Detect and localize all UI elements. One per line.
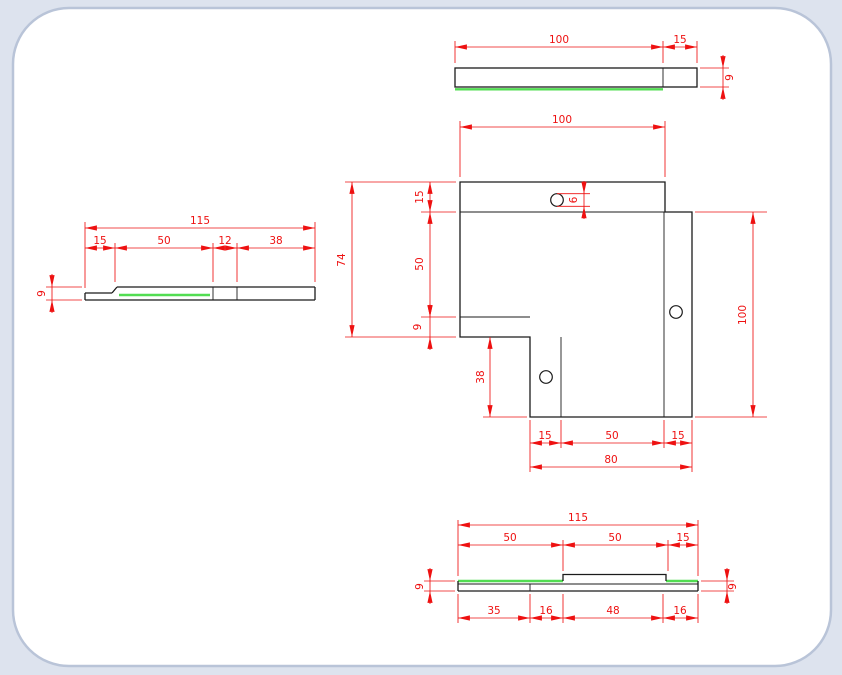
dim-label-top-width: 100: [549, 34, 569, 46]
dim-main-bottom-chain: 15 50 15 80: [529, 420, 693, 472]
main-l-view: 100 15 50 9 74 6: [336, 114, 767, 472]
dim-label-side-seg-d: 38: [269, 235, 282, 247]
dim-label-bottomview-sub-d: 16: [673, 605, 687, 617]
dim-label-bottomview-total: 115: [568, 512, 588, 524]
hole-top-flange: [550, 193, 564, 207]
main-part-outline: [459, 181, 693, 418]
dim-label-bottomview-seg-right: 15: [676, 532, 689, 544]
hole-right-flange: [669, 305, 683, 319]
dim-label-bottomview-seg-left: 50: [503, 532, 516, 544]
dim-label-side-total: 115: [190, 215, 210, 227]
dim-label-side-seg-c: 12: [218, 235, 231, 247]
dim-label-top-thickness: 9: [724, 74, 736, 81]
dim-main-hole-dia: 6: [557, 181, 590, 219]
dim-top-view-widths: 100 15: [454, 34, 698, 63]
dim-bottom-thickness-left: 9: [414, 568, 455, 604]
dim-label-bottomview-thickness-left: 9: [414, 583, 426, 590]
hole-leg-flange: [539, 370, 553, 384]
dim-label-left-mid: 50: [414, 257, 426, 270]
dim-label-bottomview-sub-a: 35: [487, 605, 500, 617]
bottom-view-raised-step: [562, 573, 667, 581]
dim-label-left-flange: 15: [414, 190, 426, 203]
dim-label-main-top-width: 100: [552, 114, 572, 126]
dim-label-bottom-left-seg: 15: [538, 430, 551, 442]
dim-bottom-upper-chain: 50 50 15: [458, 532, 698, 571]
dim-main-leg-height: 38: [475, 337, 527, 418]
dim-main-left-total: 74: [336, 181, 456, 338]
dim-label-bottomview-sub-b: 16: [539, 605, 553, 617]
dim-label-right-height: 100: [737, 305, 749, 325]
bottom-profile-view: 115 50 50 15 9 9: [414, 512, 739, 623]
dim-label-bottom-mid-seg: 50: [605, 430, 618, 442]
dim-main-right-height: 100: [695, 211, 767, 418]
dim-main-top-width: 100: [459, 114, 666, 177]
dim-label-hole-dia: 6: [568, 196, 580, 203]
dim-bottom-total: 115: [457, 512, 699, 576]
dim-label-side-thickness: 9: [36, 290, 48, 297]
dim-label-bottomview-sub-c: 48: [606, 605, 619, 617]
dim-label-leg-height: 38: [475, 370, 487, 383]
dim-side-chain: 15 50 12 38: [85, 235, 315, 282]
top-view-outline: [454, 67, 698, 88]
dim-top-view-thickness: 9: [700, 55, 736, 100]
dim-label-bottom-total: 80: [604, 454, 617, 466]
top-strip-view: 100 15 9: [454, 34, 736, 100]
dim-label-left-hem: 9: [412, 324, 424, 331]
dim-label-side-seg-a: 15: [93, 235, 106, 247]
dim-label-side-seg-b: 50: [157, 235, 170, 247]
dim-main-left-chain: 15 50 9: [412, 182, 456, 350]
dim-side-thickness: 9: [36, 274, 82, 313]
dim-label-left-total: 74: [336, 253, 348, 267]
dim-label-top-flange: 15: [673, 34, 686, 46]
side-profile-view: 115 15 50 12 38 9: [36, 215, 316, 313]
dim-label-bottomview-thickness-right: 9: [727, 583, 739, 590]
dim-label-bottom-right-seg: 15: [671, 430, 684, 442]
dim-label-bottomview-seg-mid: 50: [608, 532, 621, 544]
dim-bottom-lower-chain: 35 16 48 16: [457, 594, 699, 623]
dim-side-total: 115: [84, 215, 316, 288]
dim-bottom-thickness-right: 9: [701, 568, 739, 604]
